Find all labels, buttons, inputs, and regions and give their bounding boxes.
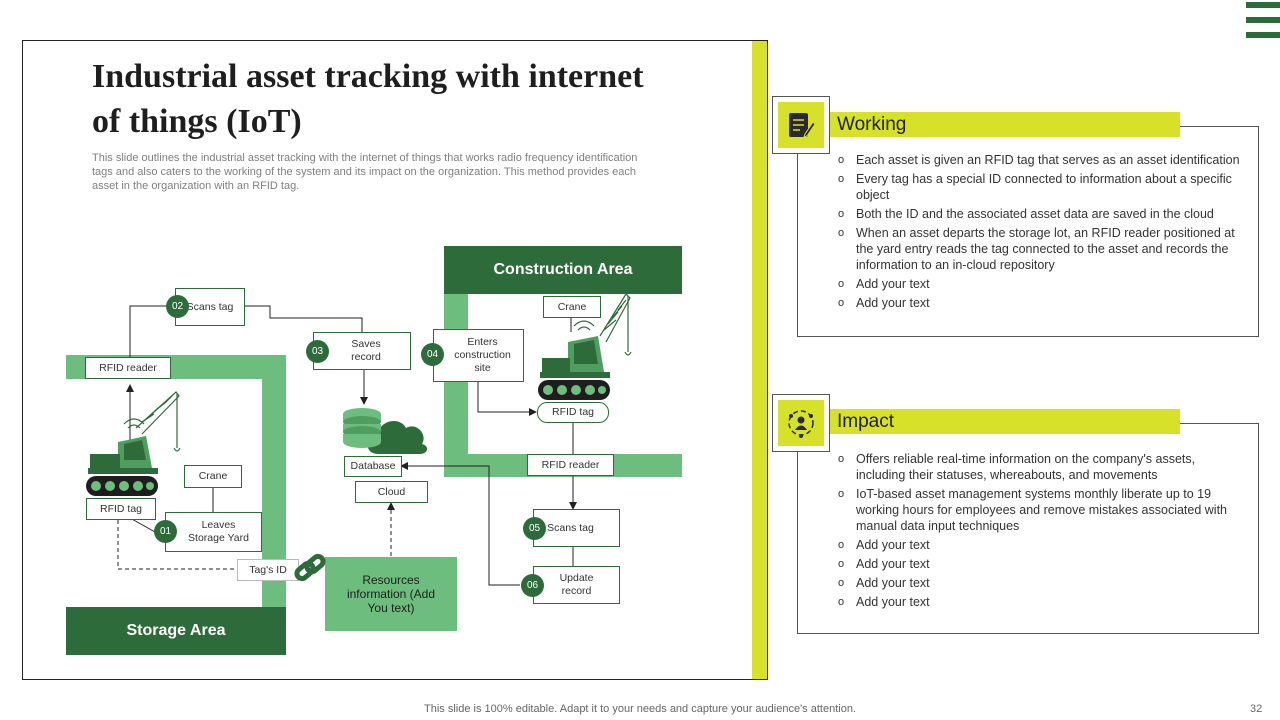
rfid-tag-label-right: RFID tag bbox=[537, 402, 609, 423]
connector-step06-to-database bbox=[400, 462, 520, 586]
connector-step02-to-step03 bbox=[245, 305, 363, 332]
step-05-box: Scans tag bbox=[533, 509, 620, 547]
working-item: Add your text bbox=[838, 295, 1243, 311]
cloud-label: Cloud bbox=[355, 481, 428, 503]
step-03-number: 03 bbox=[306, 340, 329, 363]
crane-icon-left bbox=[86, 391, 181, 496]
construction-area-band-side bbox=[444, 294, 468, 477]
step-02-number: 02 bbox=[166, 295, 189, 318]
asset-tracking-diagram: Storage Area Construction Area RFID read bbox=[66, 246, 682, 655]
crane-icon-right bbox=[538, 293, 632, 400]
slide-title: Industrial asset tracking with internet … bbox=[92, 58, 644, 140]
slide-description: This slide outlines the industrial asset… bbox=[92, 152, 638, 192]
step-05-label: Scans tag bbox=[547, 521, 594, 534]
impact-heading: Impact bbox=[827, 409, 1180, 434]
notepad-pencil-icon bbox=[789, 113, 815, 138]
page-number: 32 bbox=[1250, 703, 1263, 715]
accent-bar bbox=[752, 41, 767, 679]
step-03-label: Saves record bbox=[351, 338, 381, 363]
menu-icon[interactable] bbox=[1246, 2, 1280, 38]
impact-item: Add your text bbox=[838, 556, 1243, 572]
step-04-box: Enters construction site bbox=[433, 329, 524, 382]
connector-lines bbox=[117, 305, 577, 586]
impact-item: Add your text bbox=[838, 537, 1243, 553]
resources-info-text: Resources information (Add You text) bbox=[346, 573, 436, 615]
database-label: Database bbox=[344, 456, 402, 477]
step-02-box: Scans tag bbox=[175, 288, 245, 326]
construction-area-header: Construction Area bbox=[444, 246, 682, 294]
chain-link-icon bbox=[294, 553, 326, 582]
impact-icon-frame bbox=[772, 394, 830, 452]
rfid-tag-label-left: RFID tag bbox=[86, 498, 156, 520]
working-heading: Working bbox=[827, 112, 1180, 137]
connector-tags-id-dashed bbox=[117, 520, 238, 570]
people-network-icon bbox=[788, 410, 814, 438]
step-06-label: Update record bbox=[559, 572, 594, 597]
working-item: Add your text bbox=[838, 276, 1243, 292]
database-cloud-icon bbox=[343, 408, 428, 454]
footer-note: This slide is 100% editable. Adapt it to… bbox=[424, 703, 856, 715]
step-01-number: 01 bbox=[154, 520, 177, 543]
step-01-label: Leaves Storage Yard bbox=[188, 519, 249, 544]
content-frame bbox=[22, 40, 768, 680]
storage-area-header: Storage Area bbox=[66, 607, 286, 655]
connector-step04-to-tag bbox=[477, 382, 537, 416]
working-icon-frame bbox=[772, 96, 830, 154]
resources-info-box: Resources information (Add You text) bbox=[325, 557, 457, 631]
working-item: When an asset departs the storage lot, a… bbox=[838, 225, 1243, 273]
impact-item: Add your text bbox=[838, 594, 1243, 610]
impact-item: Add your text bbox=[838, 575, 1243, 591]
impact-list: Offers reliable real-time information on… bbox=[838, 451, 1243, 613]
rfid-reader-label-right: RFID reader bbox=[527, 454, 614, 476]
impact-item: Offers reliable real-time information on… bbox=[838, 451, 1243, 483]
step-06-box: Update record bbox=[533, 566, 620, 604]
step-02-label: Scans tag bbox=[186, 300, 234, 313]
step-06-number: 06 bbox=[521, 574, 544, 597]
working-item: Every tag has a special ID connected to … bbox=[838, 171, 1243, 203]
tags-id-label: Tag's ID bbox=[237, 559, 299, 581]
rfid-reader-label-left: RFID reader bbox=[85, 357, 171, 379]
step-05-number: 05 bbox=[523, 517, 546, 540]
working-item: Each asset is given an RFID tag that ser… bbox=[838, 152, 1243, 168]
crane-label-right: Crane bbox=[543, 296, 601, 318]
step-01-box: Leaves Storage Yard bbox=[165, 512, 262, 552]
connector-reader-to-step02 bbox=[129, 305, 175, 357]
connector-tag-to-step01 bbox=[129, 517, 156, 533]
step-04-number: 04 bbox=[421, 343, 444, 366]
crane-label-left: Crane bbox=[184, 465, 242, 488]
working-list: Each asset is given an RFID tag that ser… bbox=[838, 152, 1243, 314]
step-03-box: Saves record bbox=[313, 332, 411, 370]
impact-item: IoT-based asset management systems month… bbox=[838, 486, 1243, 534]
step-04-label: Enters construction site bbox=[454, 336, 511, 374]
working-item: Both the ID and the associated asset dat… bbox=[838, 206, 1243, 222]
